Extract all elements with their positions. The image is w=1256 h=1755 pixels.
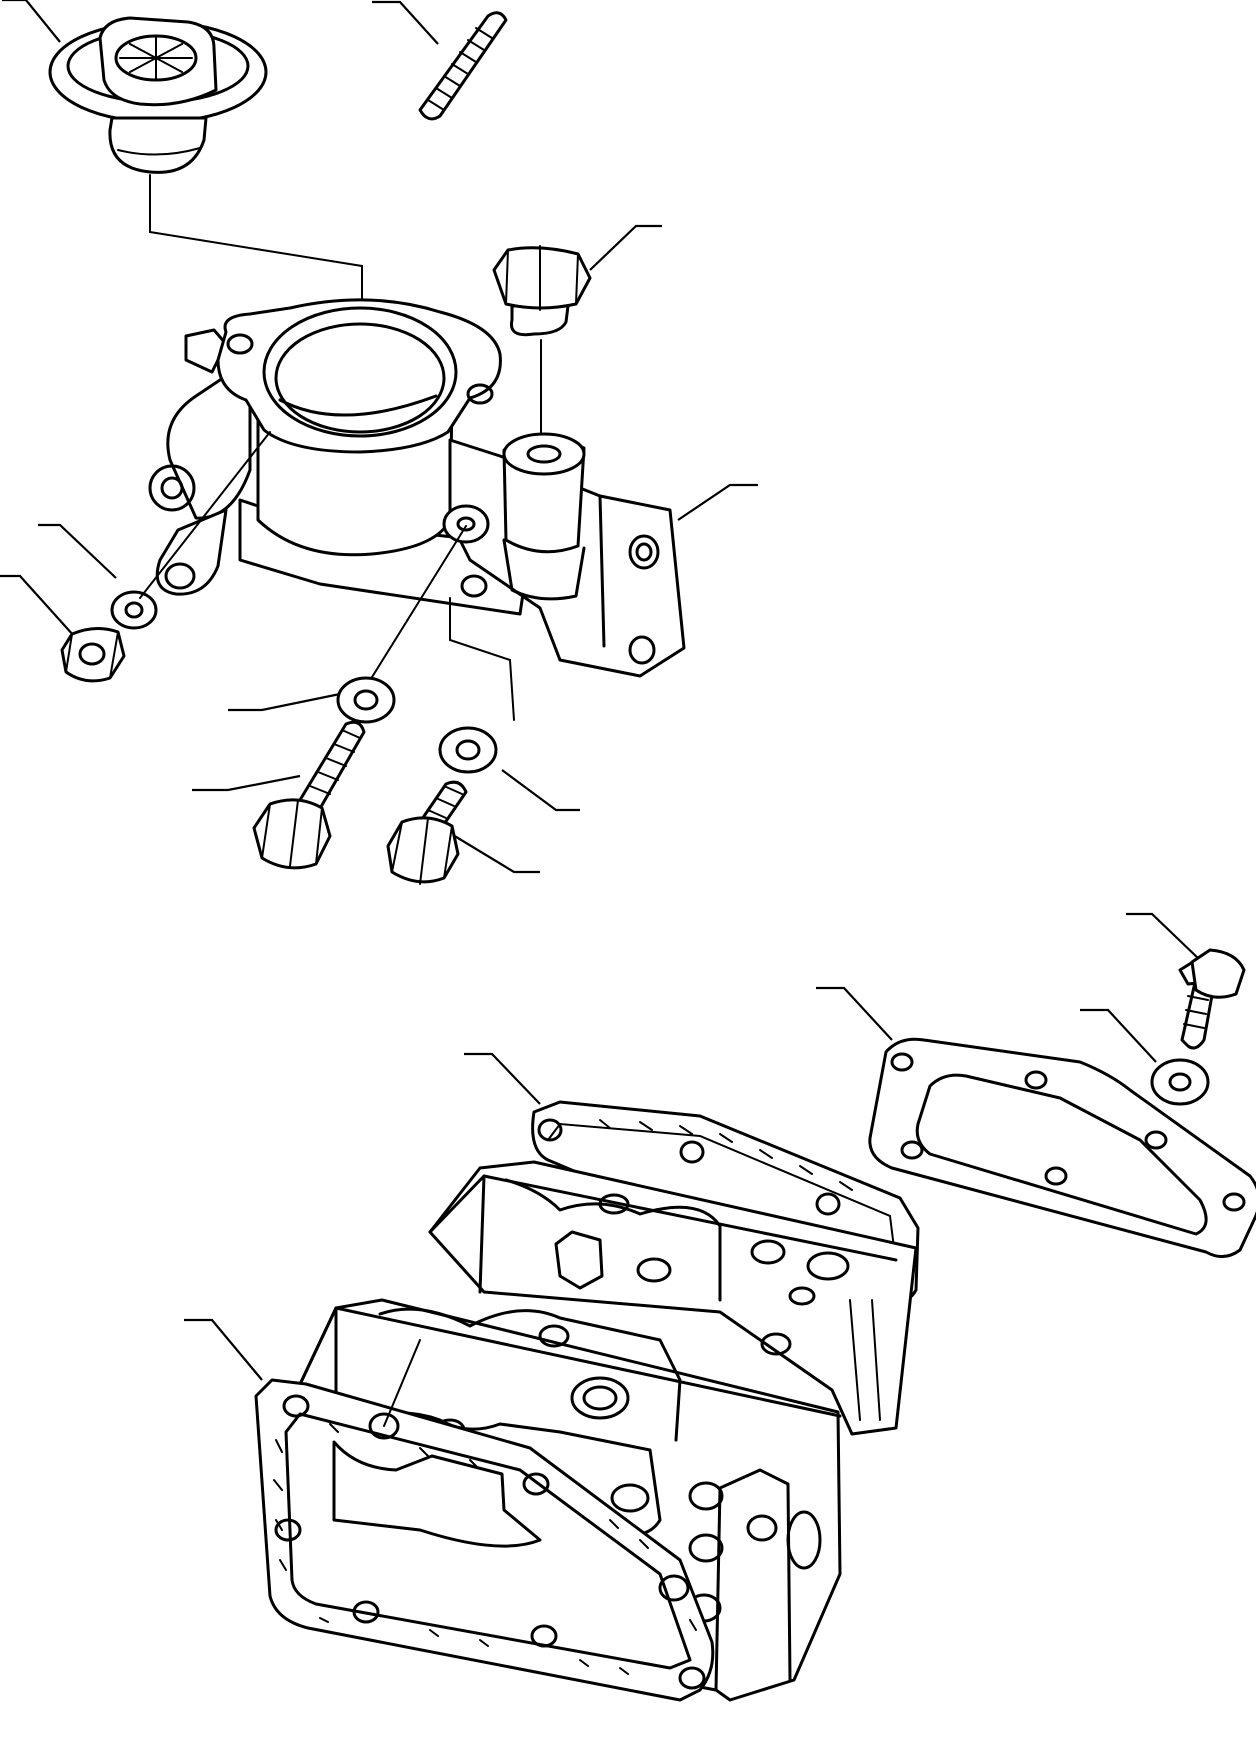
stud — [418, 11, 508, 121]
leader-plug — [589, 224, 662, 271]
gasket-bottom — [254, 1339, 715, 1702]
leader-stud — [372, 0, 439, 45]
leader-gasket-cover — [816, 986, 893, 1041]
leader-washer-left — [38, 523, 117, 579]
cylinder-head-back — [428, 1160, 918, 1436]
bolt-left — [252, 720, 366, 870]
leader-washer-mid — [228, 692, 341, 712]
leader-housing — [677, 483, 758, 521]
leader-nut — [0, 574, 75, 637]
bolt-right — [386, 780, 468, 885]
leader-washer-right — [501, 769, 580, 812]
bolt-small — [1178, 948, 1246, 1050]
leader-bolt-right — [447, 831, 540, 874]
leader-lines — [0, 0, 1201, 1381]
plug — [492, 245, 592, 441]
bolt-left-alignment-line — [363, 525, 467, 691]
washer-left — [110, 590, 158, 630]
leader-bolt-small — [1126, 912, 1201, 961]
nut-left — [60, 627, 126, 683]
washer-mid — [336, 676, 396, 724]
thermostat — [48, 16, 268, 174]
thermostat-housing — [148, 298, 686, 721]
gasket-cover — [868, 1037, 1256, 1258]
nut-alignment-line — [139, 431, 271, 599]
leader-gasket-top — [464, 1052, 541, 1105]
washer-small — [1150, 1058, 1210, 1106]
leader-gasket-bottom — [184, 1318, 263, 1381]
leader-bolt-left — [192, 774, 301, 792]
leader-thermostat — [2, 0, 61, 43]
washer-right — [438, 726, 498, 774]
leader-washer-small — [1080, 1008, 1157, 1063]
